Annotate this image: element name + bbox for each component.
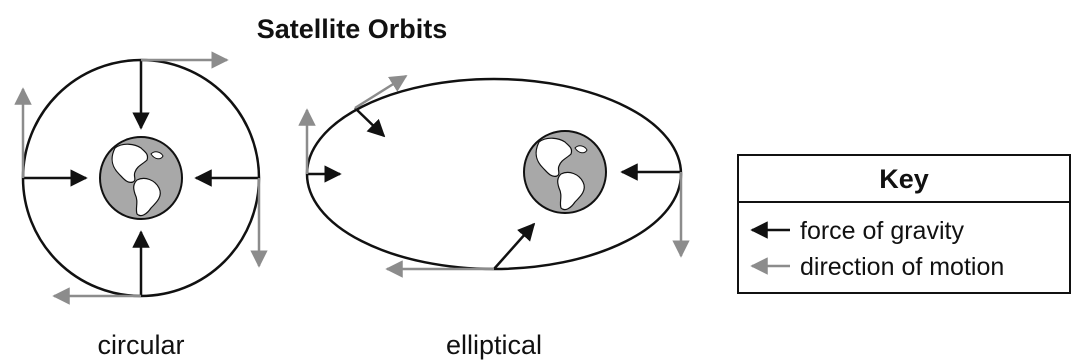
key-frame [737,154,1071,294]
motion-arrow [354,74,408,110]
earth-icon [523,130,607,214]
elliptical-orbit-label: elliptical [446,330,542,360]
key-motion-label: direction of motion [800,253,1004,281]
earth-icon [99,136,183,220]
gravity-arrow [354,107,386,138]
gravity-arrow [493,222,536,270]
elliptical-orbit-group [298,74,690,278]
diagram-title: Satellite Orbits [257,14,448,44]
elliptical-orbit-path [305,77,683,271]
circular-orbit-label: circular [97,330,184,360]
key-gravity-label: force of gravity [800,217,964,245]
key-title: Key [879,164,929,194]
circular-orbit-group [14,51,268,305]
key-box: Key force of gravity direction of motion [737,154,1071,294]
